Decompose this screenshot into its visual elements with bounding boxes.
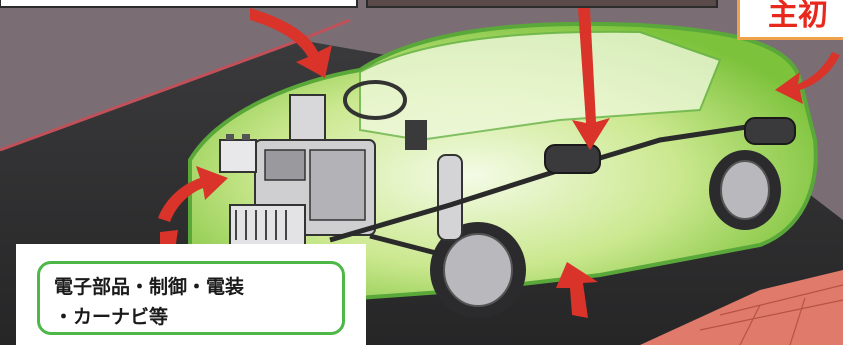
top-box-center	[366, 0, 718, 8]
red-arrows	[158, 8, 840, 318]
arrow-right	[775, 52, 840, 104]
partial-heading-text: 主初	[768, 0, 828, 33]
engine-block	[229, 94, 376, 246]
electronics-label-line-2: ・カーナビ等	[54, 306, 169, 328]
arrow-bottom-center	[556, 262, 598, 318]
steering-wheel	[343, 80, 407, 120]
battery	[219, 134, 257, 173]
front-wheel	[430, 222, 526, 318]
brick-sidewalk	[640, 270, 843, 345]
car-windows	[359, 30, 722, 142]
shock-absorber	[437, 154, 463, 241]
gear-shift	[405, 120, 427, 150]
rear-wheel	[709, 150, 781, 230]
partial-heading-top-right: 主初	[737, 0, 843, 40]
brick-lines	[699, 284, 843, 345]
arrow-top-left	[250, 8, 332, 78]
electronics-label: 電子部品・制御・電装 ・カーナビ等	[37, 261, 345, 335]
top-box-left	[0, 0, 358, 8]
muffler-center	[544, 144, 601, 174]
drive-shaft	[369, 233, 441, 257]
arrow-engine-left	[158, 166, 228, 222]
electronics-label-line-1: 電子部品・制御・電装	[54, 276, 245, 298]
muffler-rear	[744, 117, 796, 145]
arrow-top-center	[572, 8, 610, 150]
